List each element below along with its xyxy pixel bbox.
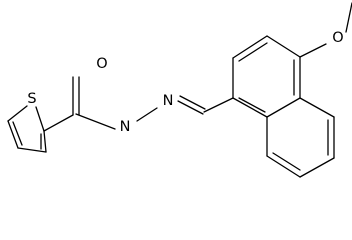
- bond-c4a-c8a: [266, 97, 301, 118]
- carbohydrazide-chain: [43, 76, 234, 132]
- bond-c8-c7-inner: [272, 152, 301, 171]
- sulfur-atom-label: S: [27, 91, 36, 107]
- chemical-structure: S O N N O: [7, 2, 352, 178]
- methoxy-group: [299, 2, 352, 58]
- bond-c4-o: [299, 43, 327, 58]
- bond-c3-c4: [266, 35, 301, 58]
- nitrogen-1-label: N: [120, 119, 131, 135]
- bond-c2-carbonyl: [43, 114, 74, 132]
- bond-carbonyl-n1: [75, 113, 116, 130]
- bond-c1-c8a-inner: [238, 97, 266, 113]
- methoxy-oxygen-label: O: [332, 30, 343, 46]
- naphthalene-ring: [232, 35, 335, 178]
- bond-c3-c2: [43, 130, 47, 153]
- bond-c7-c6: [299, 157, 335, 178]
- bond-s-c2: [35, 106, 45, 132]
- bond-ch-naphthyl: [203, 97, 234, 113]
- bond-c8a-c1: [232, 97, 268, 118]
- bond-n1-n2: [136, 107, 158, 122]
- bond-s-c5: [7, 105, 28, 122]
- bond-c2-c3-inner: [238, 42, 268, 62]
- bond-c5-c4-inner: [12, 121, 23, 146]
- atom-labels: S O N N O: [27, 30, 343, 135]
- bond-c2-c3: [232, 35, 268, 59]
- nitrogen-2-label: N: [163, 93, 174, 109]
- bond-c5-c4: [7, 120, 19, 149]
- bond-n2-ch: [177, 100, 204, 115]
- carbonyl-oxygen-label: O: [96, 56, 107, 72]
- bond-c5-c4a: [299, 97, 335, 118]
- thiophene-ring: [7, 105, 47, 153]
- bond-c4-c3: [17, 147, 47, 153]
- bond-o-methyl: [345, 2, 352, 33]
- bond-c8-c7: [266, 155, 301, 178]
- bond-n2-ch-second: [179, 95, 206, 110]
